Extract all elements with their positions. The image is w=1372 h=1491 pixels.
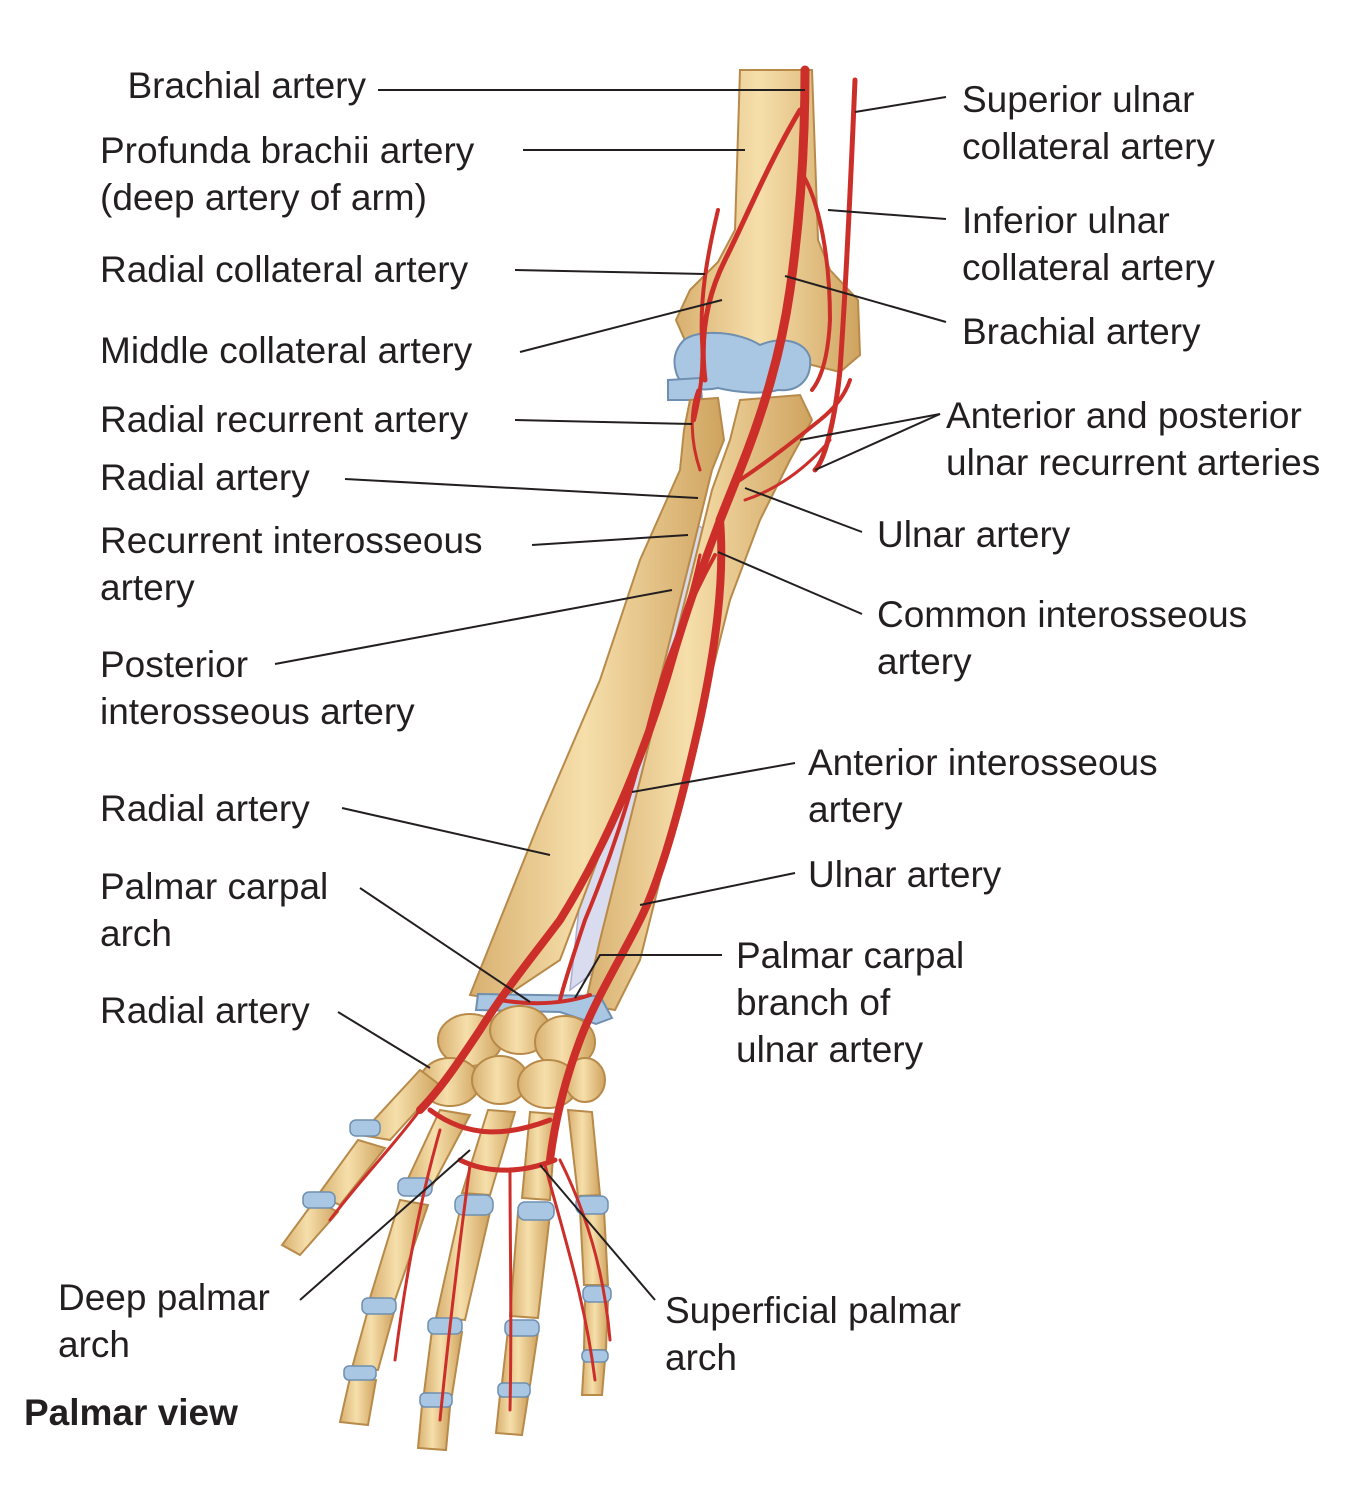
label-deep-palmar-arch: Deep palmar arch [58,1277,270,1365]
joint-cartilage [302,1119,612,1408]
leader-lines [274,89,947,1301]
label-radial-artery-middle: Radial artery [100,788,310,829]
arteries [328,65,858,1422]
label-palmar-carpal-branch-of-ulnar-artery: Palmar carpal branch of ulnar artery [736,935,965,1070]
label-middle-collateral-artery: Middle collateral artery [100,330,473,371]
label-ulnar-artery-lower: Ulnar artery [808,854,1002,895]
label-anterior-interosseous-artery: Anterior interosseous artery [808,742,1158,830]
label-recurrent-interosseous-artery: Recurrent interosseous artery [100,520,483,608]
label-common-interosseous-artery: Common interosseous artery [877,594,1248,682]
label-radial-collateral-artery: Radial collateral artery [100,249,469,290]
label-posterior-interosseous-artery: Posterior interosseous artery [100,644,415,732]
label-profunda-brachii-artery: Profunda brachii artery (deep artery of … [100,130,475,218]
label-radial-artery-upper: Radial artery [100,457,310,498]
label-palmar-carpal-arch: Palmar carpal arch [100,866,329,954]
label-radial-recurrent-artery: Radial recurrent artery [100,399,469,440]
label-superficial-palmar-arch: Superficial palmar arch [665,1290,962,1378]
label-superior-ulnar-collateral-artery: Superior ulnar collateral artery [962,79,1215,167]
label-inferior-ulnar-collateral-artery: Inferior ulnar collateral artery [962,200,1215,288]
label-brachial-artery-top: Brachial artery [127,65,366,106]
brachial-artery-vessel [715,65,810,525]
label-ulnar-artery-upper: Ulnar artery [877,514,1071,555]
label-ulnar-recurrent-arteries: Anterior and posterior ulnar recurrent a… [946,395,1321,483]
ulna-bone [583,393,814,1012]
label-radial-artery-lower: Radial artery [100,990,310,1031]
label-brachial-artery-right: Brachial artery [962,311,1201,352]
view-title: Palmar view [24,1392,238,1433]
